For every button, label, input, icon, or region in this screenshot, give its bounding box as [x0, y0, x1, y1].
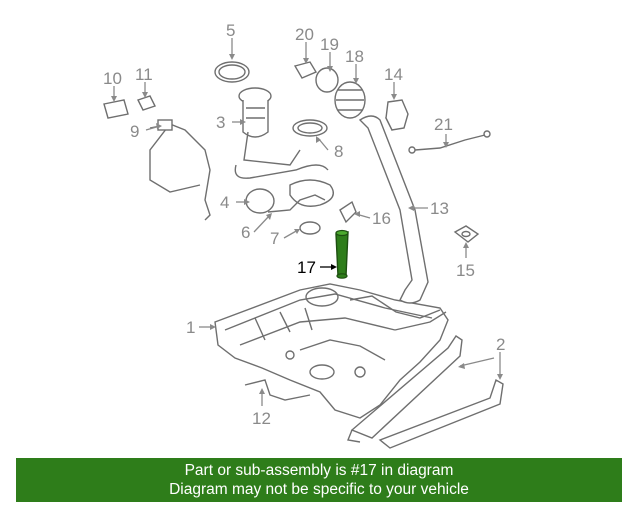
o-ring-7 [299, 221, 321, 235]
filter-10 [103, 99, 129, 119]
valve-20 [293, 61, 318, 79]
callout-6: 6 [241, 223, 250, 242]
callout-20: 20 [295, 25, 314, 44]
callout-18: 18 [345, 47, 364, 66]
line-21-end-a [408, 146, 416, 154]
callout-5: 5 [226, 21, 235, 40]
filler-neck-13 [358, 115, 429, 304]
seal-ring-5 [214, 61, 250, 83]
callout-13: 13 [430, 199, 449, 218]
parts-diagram: 5 20 19 18 14 10 11 9 3 4 6 7 8 21 13 15… [103, 21, 505, 449]
bracket-12 [244, 379, 311, 401]
callout-9: 9 [130, 122, 139, 141]
callout-8: 8 [334, 142, 343, 161]
fuel-pump [234, 87, 329, 179]
callout-15: 15 [456, 261, 475, 280]
clip-11 [137, 95, 156, 111]
part-17-highlighted [335, 229, 349, 279]
sender-ring [245, 188, 275, 214]
callout-1: 1 [186, 318, 195, 337]
callout-labels: 5 20 19 18 14 10 11 9 3 4 6 7 8 21 13 15… [103, 21, 505, 428]
callout-4: 4 [220, 193, 229, 212]
banner-line-1: Part or sub-assembly is #17 in diagram [184, 462, 454, 479]
cap-18-ribs [336, 89, 364, 111]
tank-straps [347, 335, 504, 449]
bracket-15-hole [461, 230, 471, 238]
callout-17: 17 [297, 258, 316, 277]
sender-bracket [289, 179, 334, 207]
gasket-8-inner [297, 122, 323, 134]
housing-14 [385, 99, 409, 131]
leader-arrowheads [111, 54, 503, 394]
callout-10: 10 [103, 69, 122, 88]
fuel-line-9b [149, 123, 201, 193]
callout-21: 21 [434, 115, 453, 134]
seal-ring-5-inner [218, 64, 246, 80]
fuel-tank [214, 283, 449, 419]
callout-7: 7 [270, 229, 279, 248]
callout-3: 3 [216, 113, 225, 132]
connector-9 [157, 119, 173, 131]
callout-2: 2 [496, 335, 505, 354]
callout-14: 14 [384, 65, 403, 84]
ring-19 [315, 67, 339, 93]
callout-16: 16 [372, 209, 391, 228]
callout-11: 11 [135, 65, 153, 84]
line-21-end-b [483, 130, 491, 138]
gasket-8 [292, 119, 328, 137]
banner-line-2: Diagram may not be specific to your vehi… [169, 481, 469, 498]
bracket-15 [453, 225, 480, 243]
line-21 [414, 134, 486, 151]
callout-12: 12 [252, 409, 271, 428]
info-banner: Part or sub-assembly is #17 in diagram D… [16, 458, 622, 502]
callout-19: 19 [320, 35, 339, 54]
vent-16 [339, 200, 357, 224]
hose-6 [267, 194, 326, 213]
